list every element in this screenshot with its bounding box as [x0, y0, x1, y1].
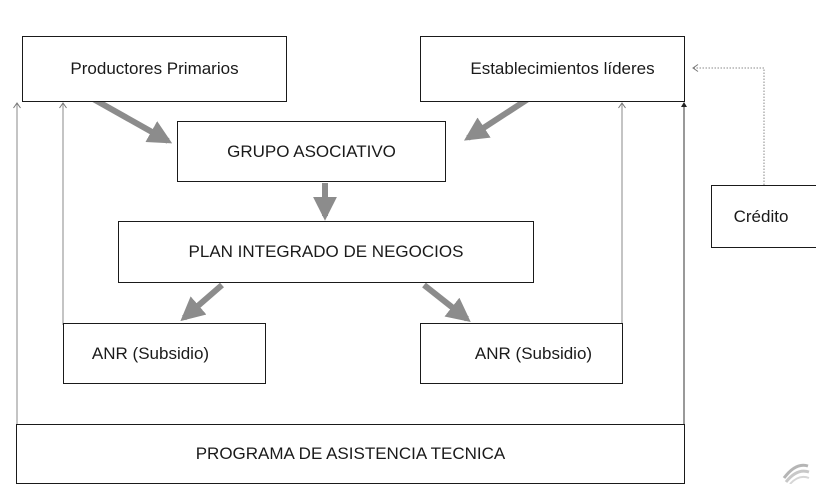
- edge-plan-to-anr-left: [180, 282, 224, 322]
- node-label: PROGRAMA DE ASISTENCIA TECNICA: [195, 444, 506, 463]
- node-label: GRUPO ASOCIATIVO: [227, 141, 396, 161]
- node-label: Productores Primarios: [70, 59, 239, 78]
- node-label: ANR (Subsidio): [474, 343, 593, 363]
- node-plan-integrado: PLAN INTEGRADO DE NEGOCIOS: [118, 221, 534, 283]
- node-credito: Crédito: [711, 185, 816, 248]
- node-label: Crédito: [733, 206, 789, 226]
- edge-credito-to-establecimientos: [692, 64, 765, 185]
- node-productores-primarios: Productores Primarios: [22, 36, 287, 102]
- edge-plan-to-anr-right: [422, 282, 471, 322]
- node-label: Establecimientos líderes: [470, 59, 655, 78]
- node-label: PLAN INTEGRADO DE NEGOCIOS: [188, 242, 464, 261]
- node-anr-subsidio-left: ANR (Subsidio): [63, 323, 266, 384]
- node-label: ANR (Subsidio): [91, 343, 210, 363]
- edge-productores-to-grupo: [86, 93, 173, 144]
- node-programa-asistencia-tecnica: PROGRAMA DE ASISTENCIA TECNICA: [16, 424, 685, 484]
- watermark-logo-icon: [782, 463, 810, 484]
- node-anr-subsidio-right: ANR (Subsidio): [420, 323, 623, 384]
- node-grupo-asociativo: GRUPO ASOCIATIVO: [177, 121, 446, 182]
- node-establecimientos-lideres: Establecimientos líderes: [420, 36, 685, 102]
- edge-establecimientos-to-grupo: [463, 96, 530, 141]
